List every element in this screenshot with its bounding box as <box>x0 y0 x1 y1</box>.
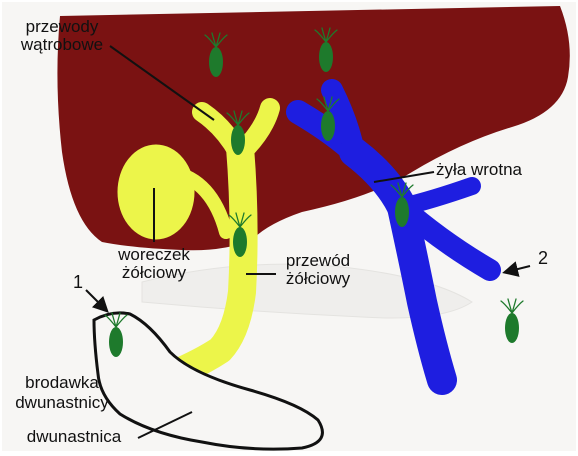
label-portal-vein: żyła wrotna <box>436 160 523 179</box>
label-bile-duct-1: przewód <box>286 251 350 270</box>
marker-1: 1 <box>73 272 83 292</box>
anatomy-diagram: przewody wątrobowe żyła wrotna woreczek … <box>2 2 576 451</box>
arrow-1-icon <box>86 290 106 310</box>
label-papilla-2: dwunastnicy <box>15 393 109 412</box>
parasite-icon <box>501 299 523 343</box>
arrow-2-icon <box>506 266 530 272</box>
label-hepatic-ducts-2: wątrobowe <box>20 35 103 54</box>
label-gallbladder-2: żółciowy <box>122 263 187 282</box>
duodenum <box>94 313 322 449</box>
label-bile-duct-2: żółciowy <box>286 269 351 288</box>
label-duodenum: dwunastnica <box>27 427 122 446</box>
label-papilla-1: brodawka <box>25 373 99 392</box>
diagram-canvas: przewody wątrobowe żyła wrotna woreczek … <box>2 2 576 451</box>
label-gallbladder-1: woreczek <box>117 245 190 264</box>
marker-2: 2 <box>538 248 548 268</box>
gallbladder <box>118 145 194 239</box>
label-hepatic-ducts-1: przewody <box>26 17 99 36</box>
